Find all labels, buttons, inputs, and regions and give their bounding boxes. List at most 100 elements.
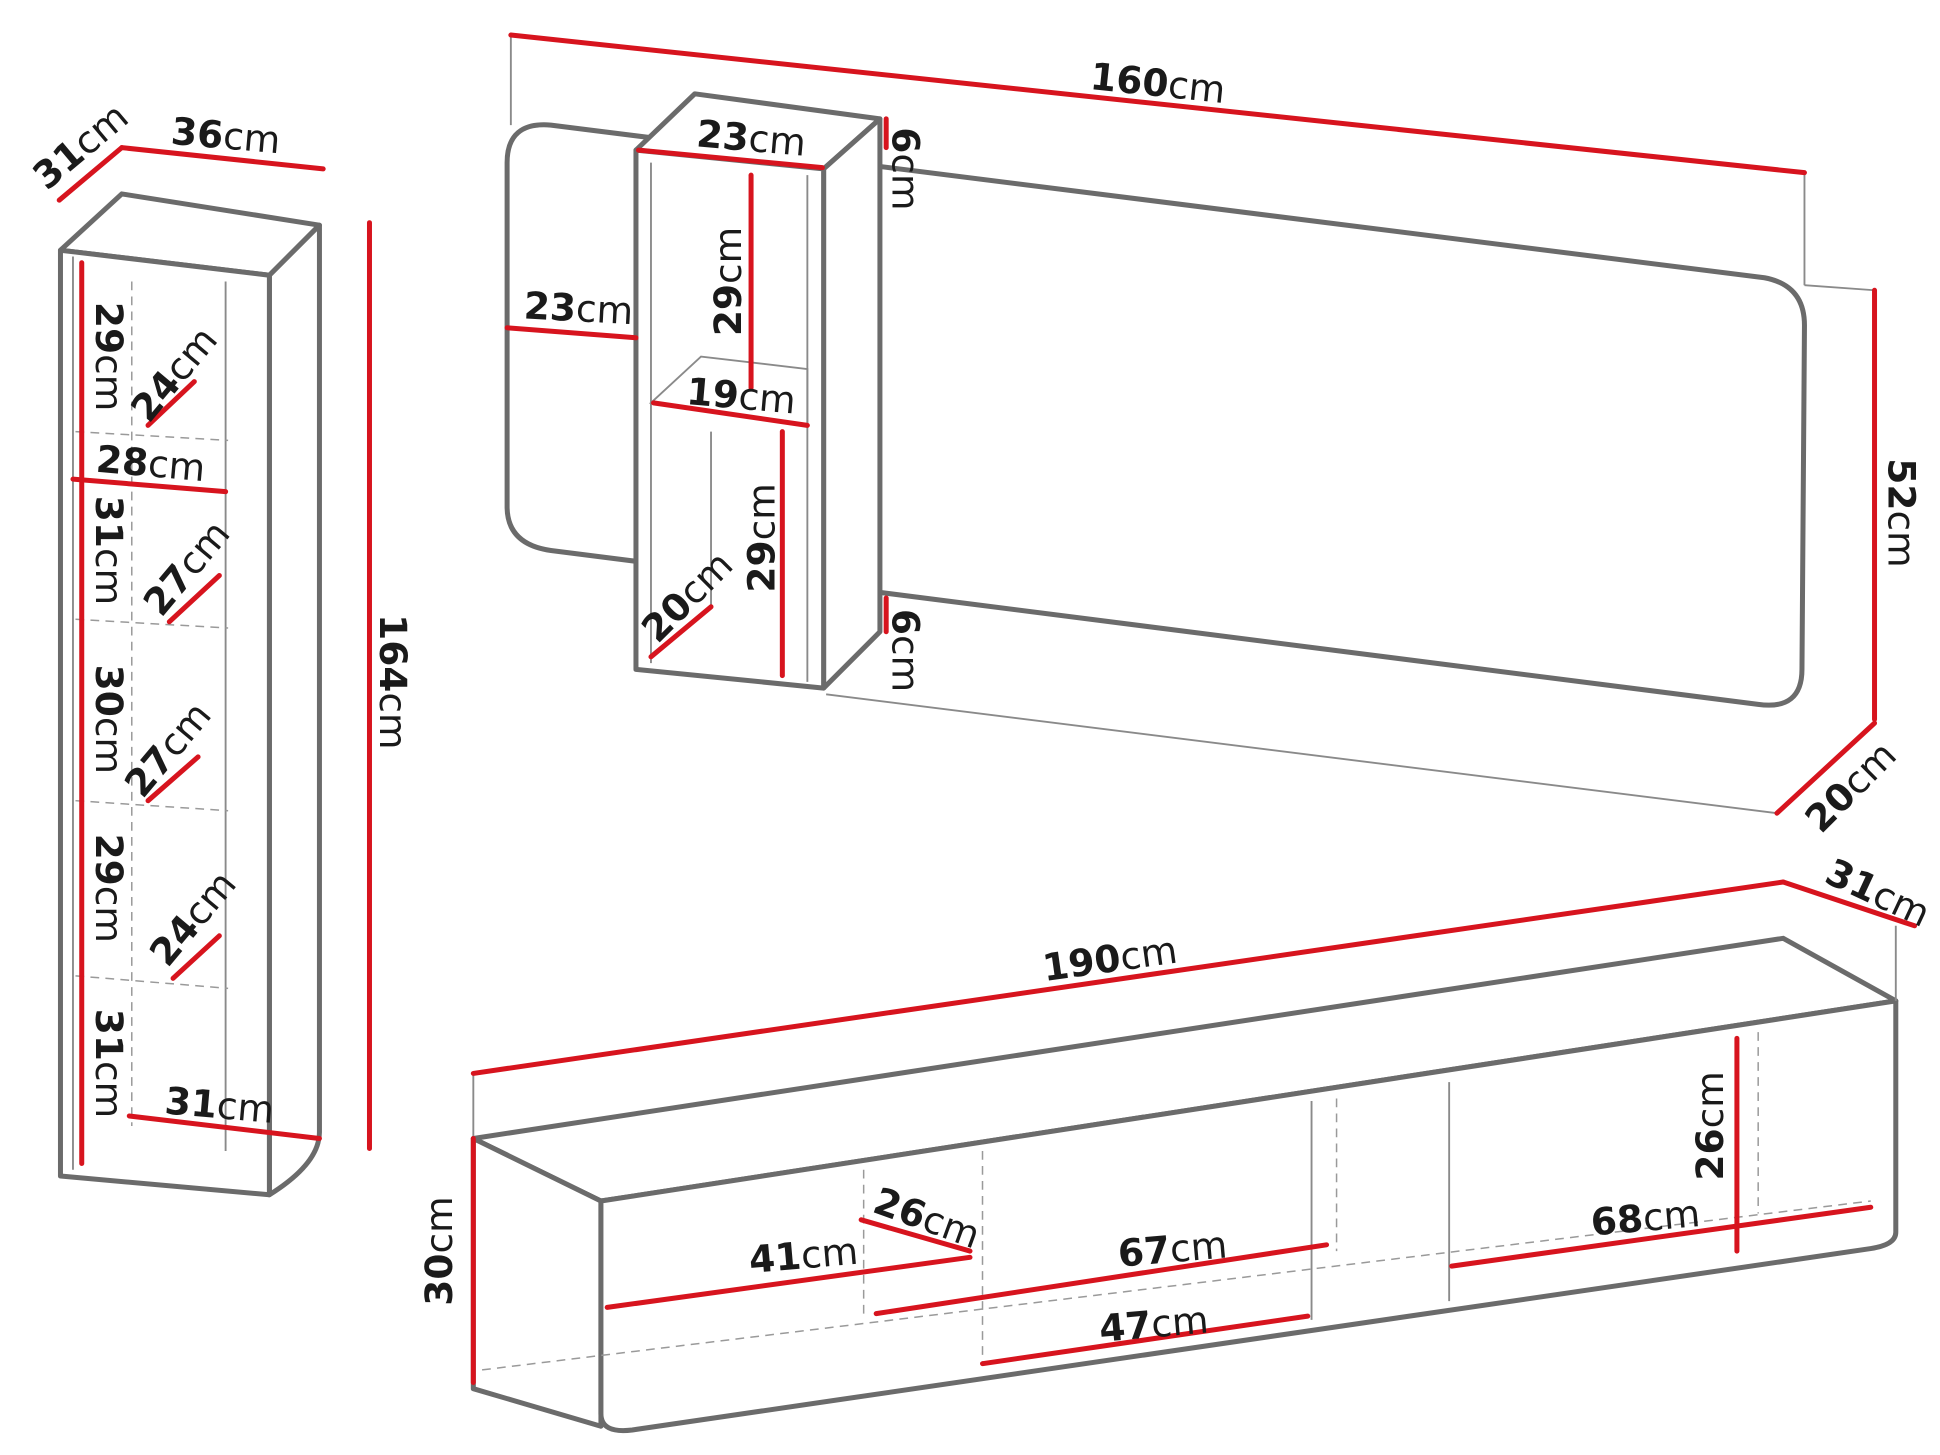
dimension-line	[873, 1242, 1330, 1317]
dimension-value: 31	[163, 1078, 219, 1126]
dimension-line	[604, 1254, 973, 1310]
dimension-value: 6	[884, 609, 928, 635]
dimension-value: 190	[1040, 935, 1124, 989]
dimension-value: 30	[416, 1254, 460, 1306]
dimension-label: 29cm	[739, 483, 783, 592]
tv-stand	[470, 925, 1899, 1434]
dimension-label: 31cm	[1819, 849, 1937, 935]
dimension-value: 19	[685, 369, 741, 417]
dimension-value: 28	[94, 436, 150, 484]
dimension-label: 160cm	[1088, 54, 1227, 112]
dimension-unit: cm	[1687, 1071, 1731, 1128]
dimension-line	[126, 1113, 322, 1141]
dimension-label: 30cm	[87, 665, 131, 774]
dimension-unit: cm	[1641, 1191, 1702, 1240]
dimension-label: 31cm	[87, 496, 131, 605]
dimension-value: 41	[747, 1233, 803, 1281]
dimension-unit: cm	[737, 373, 798, 422]
dimension-unit: cm	[371, 692, 415, 749]
dimension-label: 67cm	[1116, 1222, 1229, 1275]
dimension-line	[470, 879, 1786, 1076]
dimension-unit: cm	[799, 1228, 860, 1277]
dimension-line	[170, 933, 222, 981]
dimension-unit: cm	[87, 548, 131, 605]
dimension-value: 23	[523, 283, 577, 330]
dimension-value: 31	[87, 496, 131, 548]
dimension-unit: cm	[705, 227, 749, 284]
dimension-value: 23	[695, 111, 751, 159]
dimension-line	[56, 145, 125, 203]
dimension-label: 52cm	[1880, 458, 1924, 567]
dimension-value: 164	[371, 614, 415, 692]
dimension-unit: cm	[146, 441, 207, 490]
dimension-line	[1780, 879, 1918, 929]
dimension-unit: cm	[87, 886, 131, 943]
cabinet-side	[266, 222, 322, 1198]
dimension-label: 31cm	[87, 1009, 131, 1118]
dimension-value: 31	[87, 1009, 131, 1061]
dimension-unit: cm	[87, 717, 131, 774]
dimension-line	[70, 476, 229, 495]
dimension-label: 164cm	[371, 614, 415, 749]
dimension-line	[635, 147, 825, 171]
dimension-unit: cm	[87, 354, 131, 411]
dimension-label: 41cm	[747, 1228, 860, 1281]
dimension-unit: cm	[1117, 927, 1180, 979]
dimension-label: 190cm	[1040, 927, 1180, 989]
dimension-unit: cm	[416, 1196, 460, 1253]
dimension-label: 23cm	[523, 283, 635, 333]
dimension-line	[508, 32, 1807, 176]
dimension-label: 30cm	[416, 1196, 460, 1305]
dimension-label: 29cm	[87, 302, 131, 411]
dimension-value: 29	[739, 540, 783, 592]
cabinet-front	[57, 247, 272, 1198]
dimension-unit: cm	[1166, 62, 1227, 112]
dimension-line	[119, 145, 326, 172]
dimension-value: 52	[1880, 458, 1924, 510]
dimension-value: 160	[1088, 54, 1170, 106]
dimension-line	[166, 572, 222, 625]
dimension-label: 19cm	[685, 369, 798, 422]
dimension-line	[858, 1217, 973, 1254]
dimension-unit: cm	[747, 115, 808, 164]
dimension-value: 6	[884, 127, 928, 153]
dimension-label: 47cm	[1097, 1297, 1210, 1350]
dimension-unit: cm	[87, 1061, 131, 1118]
wall-shelf	[633, 91, 883, 691]
dimension-label: 28cm	[94, 436, 207, 489]
dimension-value: 29	[705, 284, 749, 336]
dimension-unit: cm	[215, 1083, 276, 1132]
dimension-value: 29	[87, 302, 131, 354]
dimension-value: 67	[1116, 1227, 1172, 1275]
dimension-line	[1774, 720, 1878, 816]
dimension-value: 29	[87, 834, 131, 886]
dimension-line	[980, 1313, 1311, 1367]
dimension-label: 6cm	[884, 609, 928, 692]
dimension-label: 68cm	[1589, 1191, 1702, 1244]
dimension-value: 30	[87, 665, 131, 717]
dimension-unit: cm	[884, 635, 928, 692]
dimension-label: 6cm	[884, 127, 928, 210]
dimension-unit: cm	[884, 153, 928, 210]
dimension-label: 29cm	[87, 834, 131, 943]
dimension-unit: cm	[1880, 510, 1924, 567]
dimension-unit: cm	[575, 286, 634, 333]
dimension-unit: cm	[1168, 1222, 1229, 1271]
dimension-unit: cm	[221, 113, 282, 162]
dimension-label: 36cm	[169, 108, 282, 161]
dimension-line	[504, 325, 639, 341]
dimension-unit: cm	[1149, 1297, 1210, 1346]
dimension-line	[1449, 1204, 1874, 1269]
dimension-value: 47	[1097, 1302, 1153, 1350]
dimension-value: 26	[1687, 1128, 1731, 1180]
dimension-line	[648, 604, 714, 660]
dimension-line	[650, 400, 810, 428]
dimension-value: 36	[169, 108, 225, 156]
dimension-line	[145, 379, 197, 428]
tall-cabinet	[57, 191, 322, 1198]
dimension-label: 29cm	[705, 227, 749, 336]
dimension-label: 23cm	[695, 111, 808, 164]
dimension-line	[145, 754, 201, 804]
